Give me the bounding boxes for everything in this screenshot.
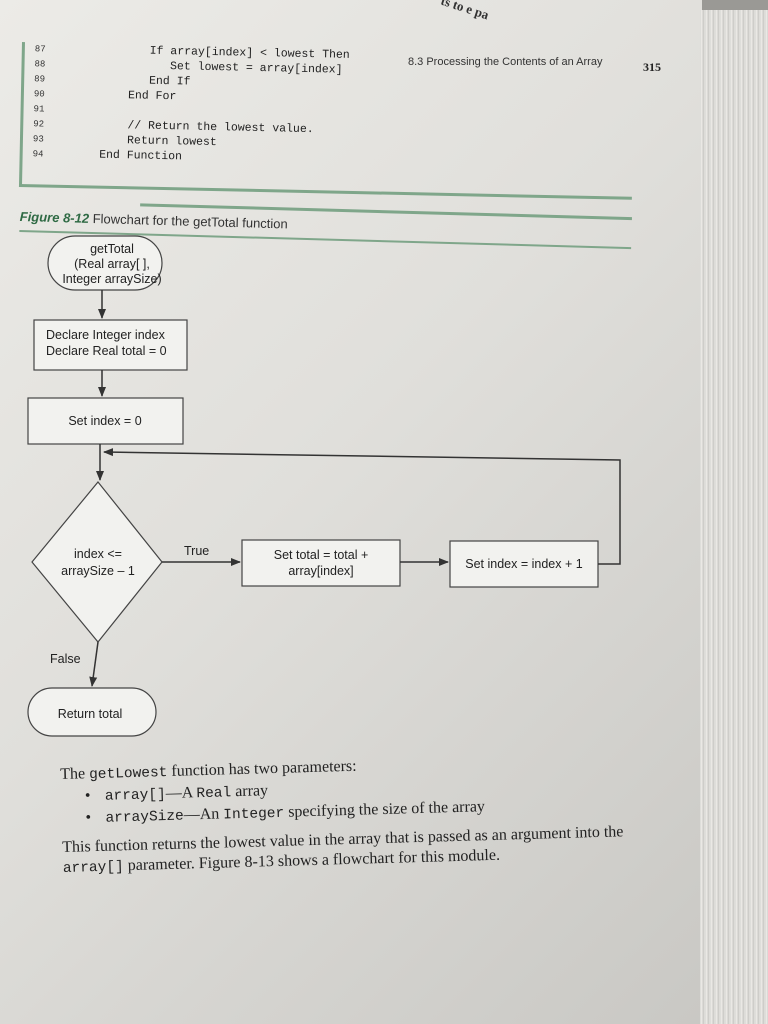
increment-box xyxy=(449,540,599,588)
init-box xyxy=(27,397,184,445)
decision-text-line2: arraySize – 1 xyxy=(61,564,135,578)
end-text: Return total xyxy=(58,707,123,721)
arrow-false-to-end xyxy=(89,641,99,687)
add-text-line1: Set total = total + xyxy=(274,548,369,562)
start-text-line2: (Real array[ ], xyxy=(74,257,150,271)
page-number: 315 xyxy=(643,60,661,74)
false-label: False xyxy=(50,652,81,666)
add-box xyxy=(241,539,401,587)
body-text: The getLowest function has two parameter… xyxy=(60,749,688,879)
decision-text-line1: index <= xyxy=(74,547,122,561)
declare-text-line2: Declare Real total = 0 xyxy=(46,344,167,358)
increment-text: Set index = index + 1 xyxy=(465,557,582,571)
end-terminal xyxy=(27,687,157,737)
init-text: Set index = 0 xyxy=(68,414,141,428)
start-text-line3: Integer arraySize) xyxy=(62,272,161,286)
running-header: 8.3 Processing the Contents of an Array xyxy=(408,56,603,68)
add-text-line2: array[index] xyxy=(288,564,353,578)
declare-box xyxy=(33,319,188,371)
arrow-loop-back xyxy=(103,448,621,565)
decision-diamond xyxy=(31,481,163,643)
true-label: True xyxy=(184,544,209,558)
page-stack-edges xyxy=(700,10,768,1024)
start-text-line1: getTotal xyxy=(90,242,134,256)
start-terminal xyxy=(47,235,163,291)
declare-text-line1: Declare Integer index xyxy=(46,328,166,342)
